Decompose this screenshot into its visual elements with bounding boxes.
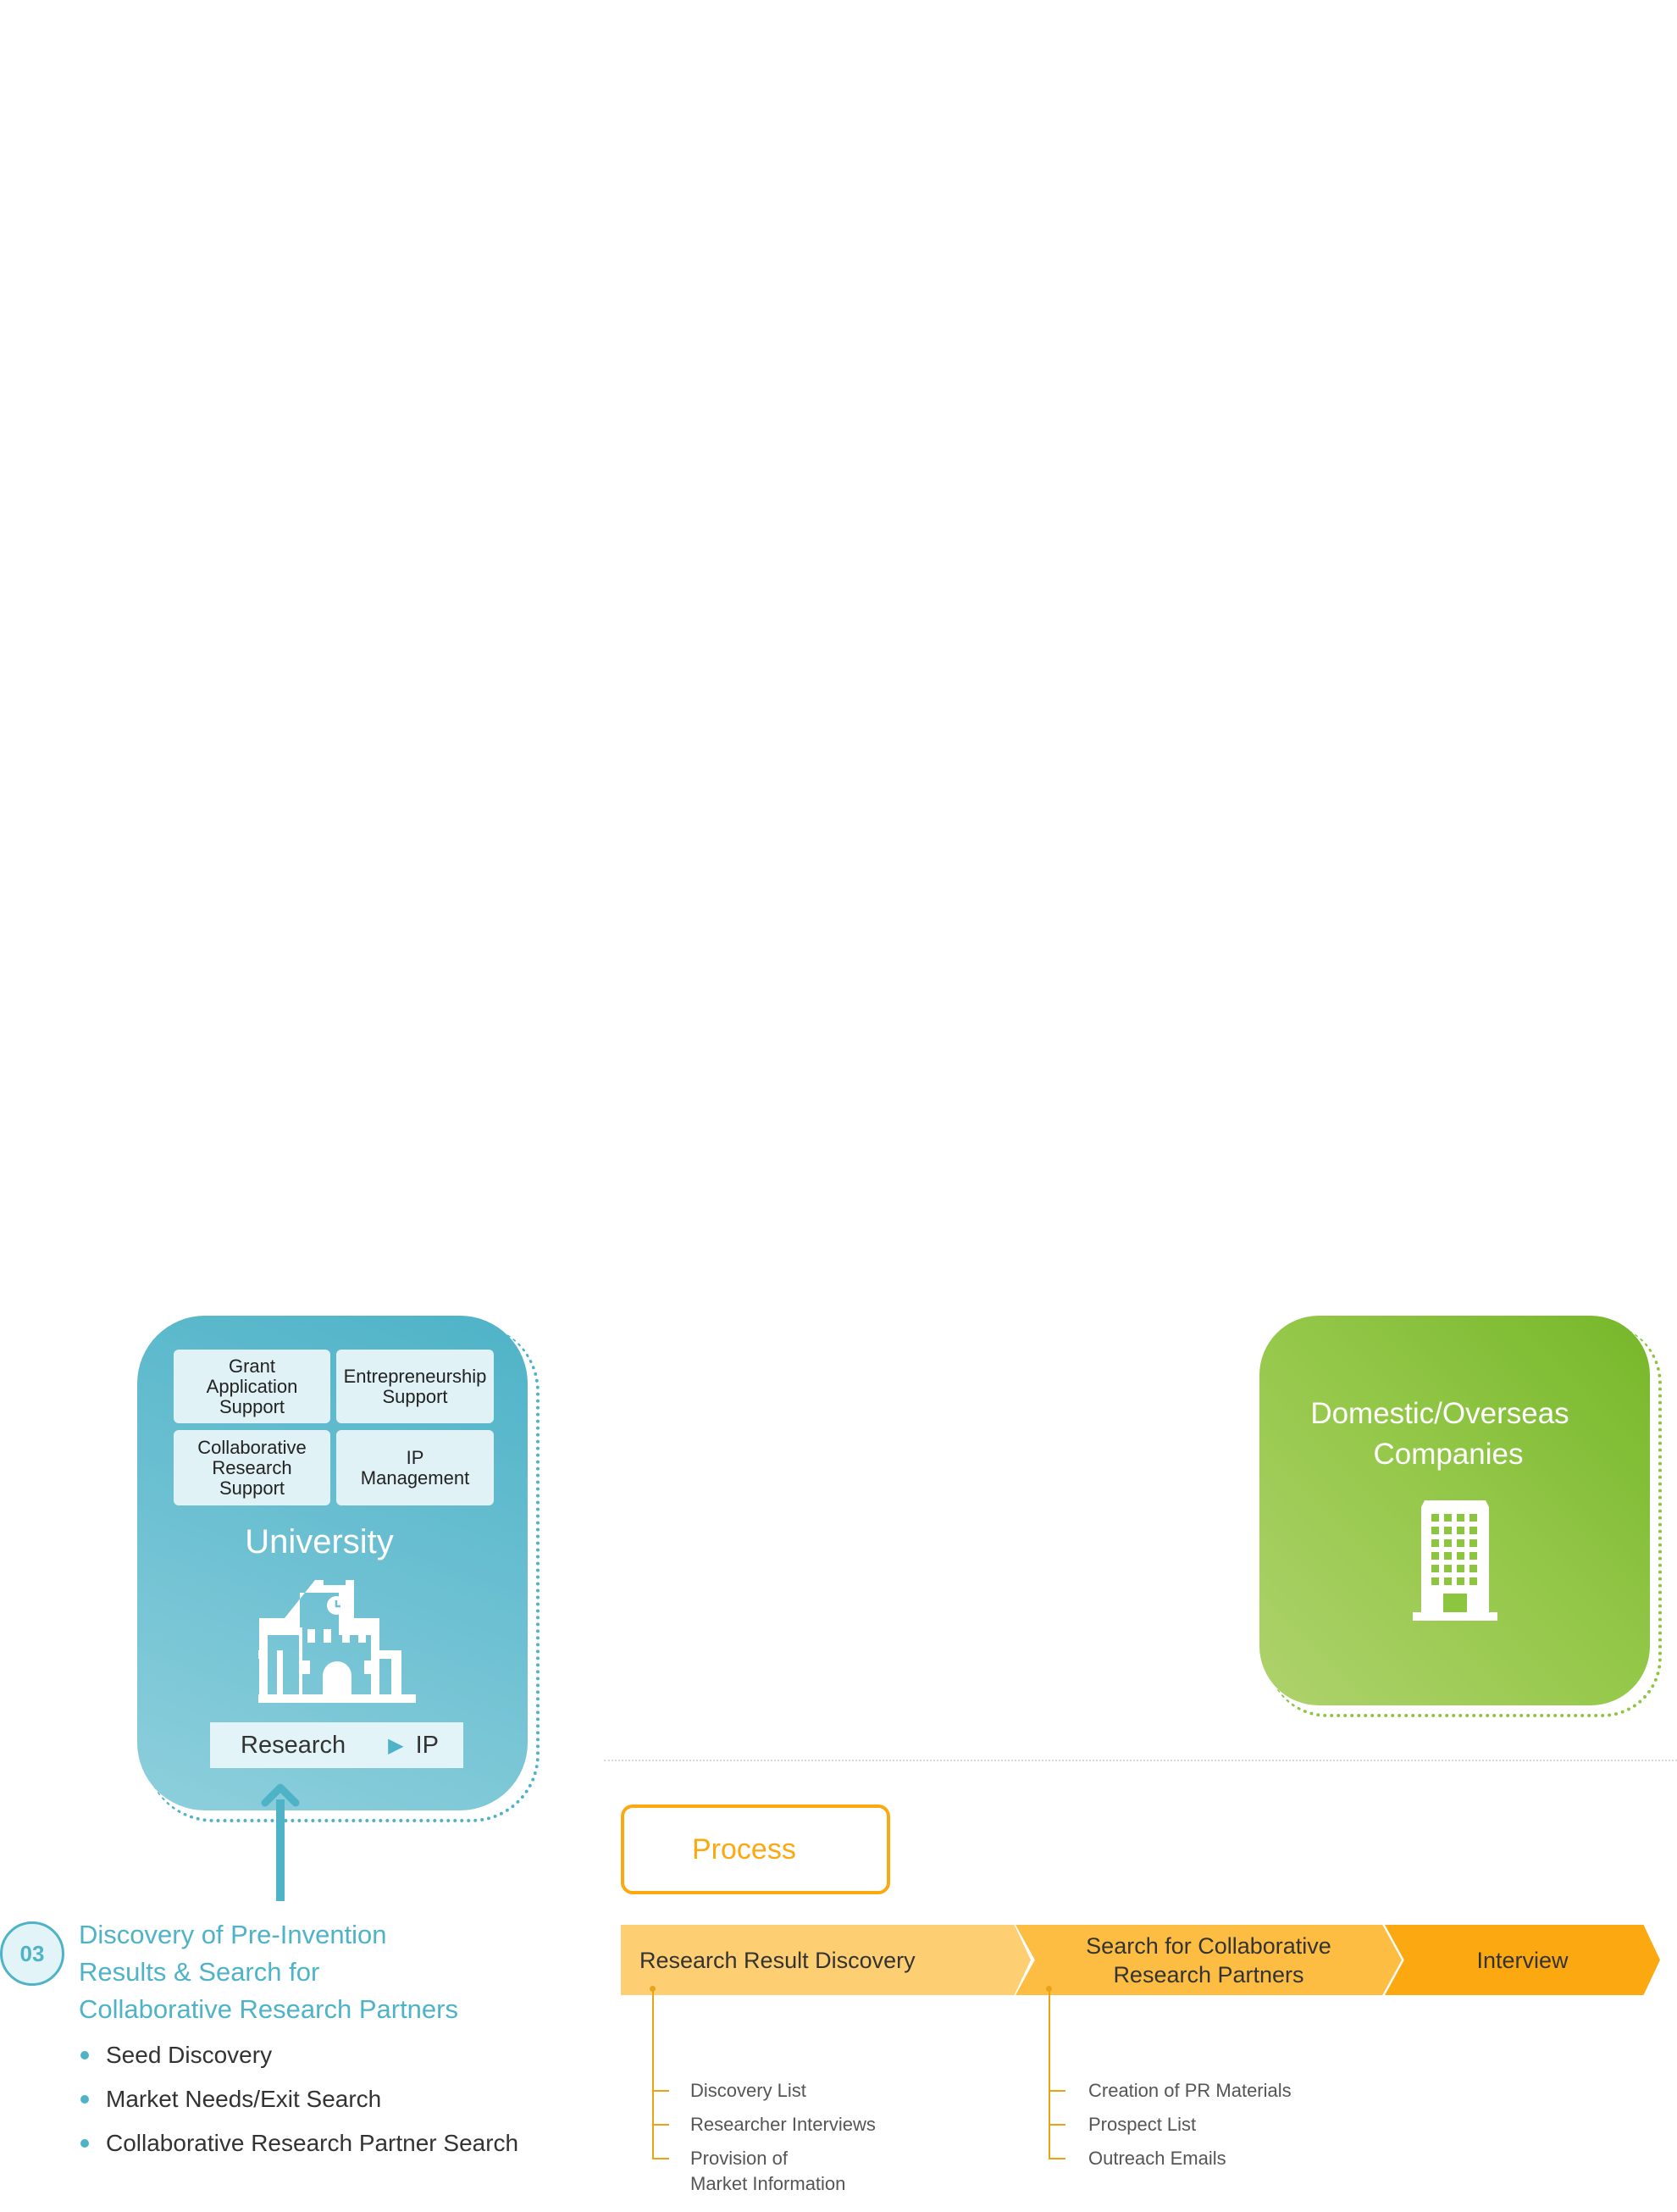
research-to-ip-bar: Research ▶ IP [210,1722,463,1768]
service-entrepreneurship: Entrepreneurship Support [336,1350,494,1423]
service-collaborative-research: Collaborative Research Support [174,1430,330,1505]
university-title: University [245,1523,394,1561]
companies-title-line1: Domestic/Overseas [1310,1397,1569,1430]
process-step-interview: Interview [1385,1925,1660,1995]
sub-item: Provision of Market Information [690,2148,846,2194]
connector-tick [1049,2124,1065,2126]
bullet-dot-icon [80,2095,89,2104]
university-card-shadow [146,1324,540,1822]
companies-title-line2: Companies [1373,1438,1524,1471]
bullet-item: Market Needs/Exit Search [80,2086,381,2113]
sub-item: Researcher Interviews [690,2114,876,2135]
bullet-text: Collaborative Research Partner Search [106,2130,519,2156]
university-building-icon [258,1580,416,1703]
process-label-box: Process [621,1805,890,1894]
companies-card-shadow [1268,1324,1662,1717]
connector-tick [1049,2158,1065,2159]
office-building-icon [1413,1500,1497,1621]
service-grant-application: Grant Application Support [174,1350,330,1423]
step-label: Interview [1476,1947,1569,1973]
connector-line [1049,1989,1050,2159]
research-label: Research [241,1731,346,1759]
sub-item: Prospect List [1088,2114,1197,2135]
section-title: Discovery of Pre-Invention Results & Sea… [79,1916,458,2028]
bullet-item: Seed Discovery [80,2042,272,2069]
sub-item: Outreach Emails [1088,2148,1226,2169]
section-title-line: Discovery of Pre-Invention [79,1920,387,1949]
step-label: Search for Collaborative Research Partne… [1086,1932,1331,1987]
connector-tick [652,2124,669,2126]
connector-dot [650,1986,656,1992]
divider [604,1760,1677,1761]
bullet-item: Collaborative Research Partner Search [80,2130,518,2157]
connector-tick [1049,2090,1065,2092]
ip-label: IP [415,1731,439,1759]
companies-title: Domestic/Overseas Companies [1270,1394,1609,1475]
step-label: Research Result Discovery [639,1947,916,1973]
service-ip-management: IP Management [336,1430,494,1505]
section-title-line: Collaborative Research Partners [79,1994,458,2024]
process-step-search-partners: Search for Collaborative Research Partne… [1016,1925,1402,1995]
connector-line [652,1989,654,2159]
bullet-text: Market Needs/Exit Search [106,2086,382,2112]
up-arrow-icon [261,1783,300,1901]
section-number-badge: 03 [0,1921,64,1986]
connector-tick [652,2090,669,2092]
sub-item: Creation of PR Materials [1088,2080,1292,2101]
section-title-line: Results & Search for [79,1957,320,1987]
bullet-text: Seed Discovery [106,2042,273,2068]
bullet-dot-icon [80,2139,89,2148]
play-arrow-icon: ▶ [388,1733,404,1757]
process-step-research-result-discovery: Research Result Discovery [621,1925,1031,1995]
bullet-dot-icon [80,2051,89,2060]
connector-tick [652,2158,669,2159]
sub-item: Discovery List [690,2080,806,2101]
connector-dot [1046,1986,1052,1992]
